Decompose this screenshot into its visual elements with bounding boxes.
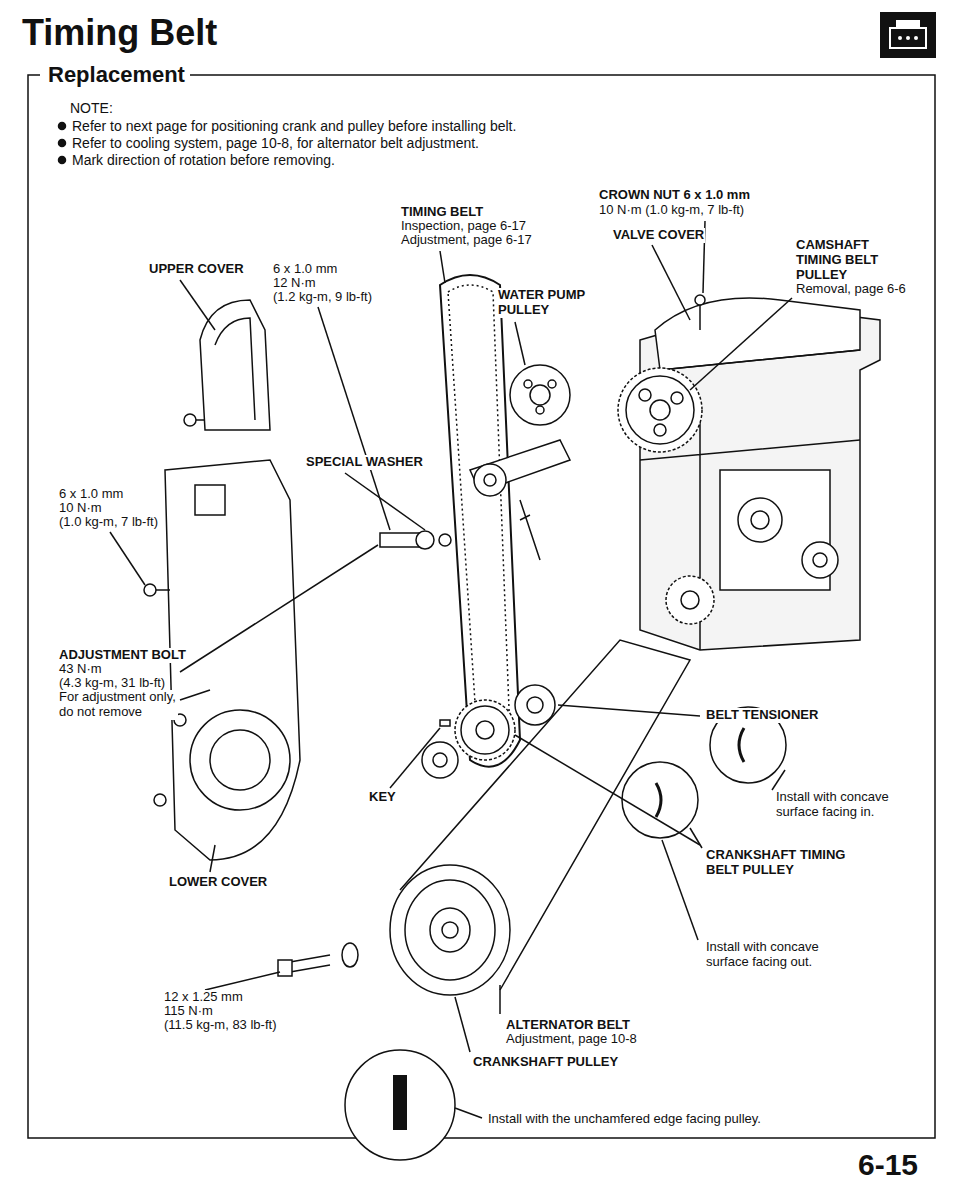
torque-spec: 10 N·m: [58, 501, 103, 516]
bolt-size: 6 x 1.0 mm: [272, 262, 338, 277]
note-heading: NOTE:: [70, 100, 113, 116]
torque-spec: 10 N·m (1.0 kg-m, 7 lb-ft): [598, 203, 745, 218]
reference-note: Inspection, page 6-17: [400, 219, 527, 234]
part-label: UPPER COVER: [148, 262, 245, 277]
torque-spec: (4.3 kg-m, 31 lb-ft): [58, 676, 166, 691]
part-label: CRANKSHAFT PULLEY: [472, 1055, 619, 1070]
part-label: BELT TENSIONER: [705, 708, 819, 723]
install-note: Install with concave surface facing in.: [775, 790, 902, 820]
reference-note: Adjustment, page 10-8: [505, 1032, 638, 1047]
part-label: ADJUSTMENT BOLT: [58, 648, 187, 663]
part-label: CROWN NUT 6 x 1.0 mm: [598, 188, 751, 203]
torque-spec: 115 N·m: [163, 1004, 214, 1019]
part-label: VALVE COVER: [612, 228, 705, 243]
bolt-size: 6 x 1.0 mm: [58, 487, 124, 502]
reference-note: Adjustment, page 6-17: [400, 233, 533, 248]
part-label: WATER PUMP PULLEY: [497, 288, 594, 318]
part-label: LOWER COVER: [168, 875, 268, 890]
part-label: SPECIAL WASHER: [305, 455, 424, 470]
part-label: KEY: [368, 790, 397, 805]
section-heading: Replacement: [44, 62, 189, 87]
note-text: Mark direction of rotation before removi…: [72, 152, 335, 168]
part-label: CAMSHAFT TIMING BELT PULLEY: [795, 238, 907, 283]
install-note: Install with concave surface facing out.: [705, 940, 832, 970]
bolt-size: 12 x 1.25 mm: [163, 990, 244, 1005]
note-text: Refer to next page for positioning crank…: [72, 118, 516, 134]
page-number: 6-15: [858, 1148, 918, 1183]
torque-spec: 43 N·m: [58, 662, 103, 677]
part-label: ALTERNATOR BELT: [505, 1018, 631, 1033]
reference-note: Removal, page 6-6: [795, 282, 907, 297]
torque-spec: 12 N·m: [272, 276, 317, 291]
torque-spec: (11.5 kg-m, 83 lb-ft): [163, 1018, 277, 1033]
install-note: Install with the unchamfered edge facing…: [487, 1112, 762, 1127]
page-title: Timing Belt: [22, 12, 217, 53]
torque-spec: (1.0 kg-m, 7 lb-ft): [58, 515, 159, 530]
part-label: CRANKSHAFT TIMING BELT PULLEY: [705, 848, 857, 878]
caution-note: For adjustment only, do not remove: [58, 690, 178, 720]
part-label: TIMING BELT: [400, 205, 484, 220]
torque-spec: (1.2 kg-m, 9 lb-ft): [272, 290, 373, 305]
note-text: Refer to cooling system, page 10-8, for …: [72, 135, 479, 151]
